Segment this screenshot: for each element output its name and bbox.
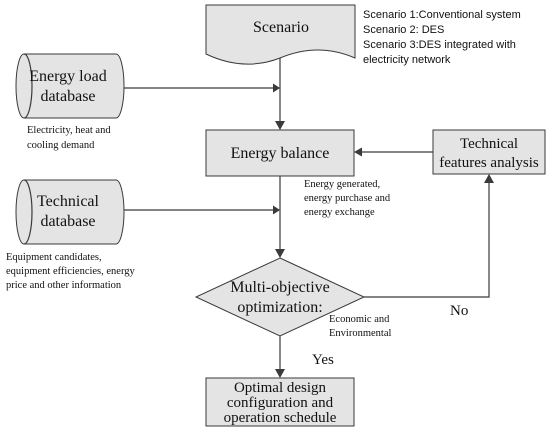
arrowhead (273, 83, 280, 93)
connectors (124, 58, 494, 378)
technical-database-caption-3: price and other information (6, 280, 122, 291)
arrowhead (275, 369, 285, 378)
optimization-label-2: optimization: (237, 299, 322, 316)
yes-label: Yes (312, 352, 334, 368)
optimal-design-label-2: configuration and (227, 395, 334, 411)
optimal-design-box (205, 377, 355, 427)
scenario-note-2: Scenario 2: DES (363, 24, 444, 36)
energy-balance-caption-1: Energy generated, (304, 179, 380, 190)
technical-features-node: Technical features analysis (432, 129, 546, 175)
optimization-label-1: Multi-objective (230, 279, 330, 296)
scenario-note-4: electricity network (363, 54, 451, 66)
cylinder-edge (23, 53, 33, 119)
technical-database-caption: Equipment candidates, equipment efficien… (6, 252, 136, 291)
energy-balance-node: Energy balance (205, 129, 355, 177)
cylinder-edge (23, 179, 33, 245)
optimal-design-node: Optimal design configuration and operati… (205, 377, 355, 427)
arrowhead (273, 205, 280, 215)
energy-balance-caption-2: energy purchase and (304, 193, 391, 204)
energy-load-caption-1: Electricity, heat and (27, 125, 111, 136)
scenario-notes: Scenario 1:Conventional system Scenario … (363, 9, 521, 66)
technical-features-box (432, 129, 546, 175)
scenario-document-shape (205, 4, 356, 65)
technical-database-caption-1: Equipment candidates, (6, 252, 102, 263)
energy-load-database-node: Energy load database (15, 53, 125, 119)
energy-load-caption-2: cooling demand (27, 140, 95, 151)
technical-database-node: Technical database (15, 179, 125, 245)
technical-database-shape (15, 179, 125, 245)
technical-features-label-2: features analysis (439, 155, 539, 171)
optimization-caption-2: Environmental (329, 328, 391, 339)
arrowhead (275, 121, 285, 130)
energy-balance-label: Energy balance (231, 145, 330, 162)
technical-database-label-1: Technical (37, 193, 100, 210)
optimal-design-label-1: Optimal design (234, 380, 327, 396)
technical-database-caption-2: equipment efficiencies, energy (6, 266, 136, 277)
arrowhead (275, 249, 285, 258)
arrow-no-to-features (364, 183, 490, 298)
no-label: No (450, 303, 468, 319)
energy-load-database-shape (15, 53, 125, 119)
scenario-label: Scenario (253, 19, 309, 36)
scenario-note-3: Scenario 3:DES integrated with (363, 39, 516, 51)
scenario-note-1: Scenario 1:Conventional system (363, 9, 521, 21)
optimization-node: Multi-objective optimization: (194, 257, 366, 337)
optimization-caption: Economic and Environmental (329, 314, 391, 339)
optimization-caption-1: Economic and (329, 314, 390, 325)
energy-load-caption: Electricity, heat and cooling demand (27, 125, 111, 151)
optimal-design-label-3: operation schedule (224, 410, 337, 426)
energy-balance-caption-3: energy exchange (304, 207, 375, 218)
arrowhead (484, 174, 494, 183)
energy-load-database-label-1: Energy load (29, 68, 106, 85)
optimization-diamond (194, 257, 366, 337)
technical-features-label-1: Technical (460, 136, 518, 152)
energy-balance-box (205, 129, 355, 177)
energy-balance-caption: Energy generated, energy purchase and en… (304, 179, 391, 218)
arrowhead (354, 147, 362, 157)
scenario-node: Scenario (205, 4, 356, 65)
energy-load-database-label-2: database (40, 88, 95, 105)
technical-database-label-2: database (40, 213, 95, 230)
